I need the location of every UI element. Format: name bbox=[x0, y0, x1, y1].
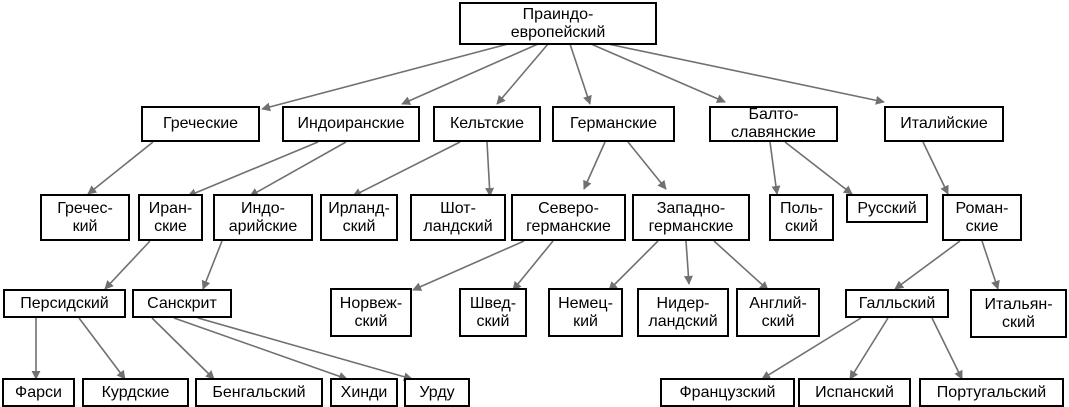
node-english: Англий- ский bbox=[736, 288, 820, 337]
edge-gallic-to-french bbox=[761, 317, 862, 380]
edge-italic-to-romance bbox=[922, 141, 949, 195]
edge-root-to-italic bbox=[607, 43, 885, 105]
edge-baltoslavic-to-polish bbox=[769, 141, 781, 195]
node-farsi: Фарси bbox=[2, 378, 75, 407]
node-greek-group: Греческие bbox=[141, 106, 260, 142]
edge-indoaryan-to-sanskrit bbox=[201, 240, 223, 290]
edge-persian-to-kurdish bbox=[78, 317, 126, 380]
node-kurdish: Курдские bbox=[82, 378, 189, 407]
node-indoiranian: Индоиранские bbox=[282, 106, 420, 142]
edge-celtic-to-irish bbox=[352, 141, 461, 197]
edge-gallic-to-spanish bbox=[849, 317, 889, 380]
node-italic: Италийские bbox=[884, 106, 1004, 142]
edge-northgermanic-to-norwegian bbox=[412, 240, 525, 291]
node-germanic: Германские bbox=[552, 106, 675, 142]
node-italian: Итальян- ский bbox=[970, 289, 1067, 338]
node-bengali: Бенгальский bbox=[195, 378, 323, 407]
node-root: Праиндо- европейский bbox=[459, 2, 657, 45]
edge-indoiranian-to-indoaryan bbox=[249, 141, 347, 197]
node-westgermanic: Западно- германские bbox=[632, 194, 750, 241]
node-dutch: Нидер- ландский bbox=[637, 288, 729, 337]
node-greek: Гречес- кий bbox=[40, 194, 130, 241]
node-celtic: Кельтские bbox=[433, 106, 541, 142]
edge-romance-to-italian bbox=[981, 240, 1000, 290]
edge-westgermanic-to-german bbox=[608, 240, 659, 291]
node-portuguese: Португальский bbox=[919, 378, 1064, 407]
edge-germanic-to-northgermanic bbox=[583, 141, 606, 190]
edge-root-to-greek_group bbox=[261, 43, 509, 112]
edge-sanskrit-to-hindi bbox=[173, 317, 348, 381]
edge-root-to-celtic bbox=[496, 43, 549, 105]
node-russian: Русский bbox=[846, 194, 928, 223]
node-irish: Ирланд- ский bbox=[320, 194, 398, 241]
node-norwegian: Норвеж- ский bbox=[330, 288, 412, 337]
edge-romance-to-gallic bbox=[894, 240, 961, 290]
edge-gallic-to-portuguese bbox=[931, 317, 963, 380]
node-spanish: Испанский bbox=[798, 378, 911, 407]
edge-indoiranian-to-iranian bbox=[187, 141, 319, 198]
node-scottish: Шот- ландский bbox=[410, 194, 506, 241]
edge-westgermanic-to-english bbox=[713, 240, 769, 291]
node-swedish: Швед- ский bbox=[459, 288, 527, 337]
node-french: Французский bbox=[660, 378, 795, 407]
node-polish: Поль- ский bbox=[769, 194, 834, 241]
node-sanskrit: Санскрит bbox=[132, 289, 232, 318]
edge-root-to-indoiranian bbox=[401, 43, 539, 105]
edge-iranian-to-persian bbox=[104, 240, 151, 290]
edge-westgermanic-to-dutch bbox=[683, 240, 693, 285]
edge-root-to-germanic bbox=[569, 43, 592, 105]
edge-sanskrit-to-bengali bbox=[151, 317, 215, 380]
edge-germanic-to-westgermanic bbox=[627, 141, 667, 190]
edge-sanskrit-to-urdu bbox=[197, 317, 413, 382]
node-german: Немец- кий bbox=[548, 288, 623, 337]
node-hindi: Хинди bbox=[330, 378, 398, 407]
node-romance: Роман- ские bbox=[942, 194, 1022, 241]
node-iranian: Иран- ские bbox=[138, 194, 203, 241]
edge-greek_group-to-greek bbox=[87, 141, 154, 195]
node-indoaryan: Индо- арийские bbox=[213, 194, 313, 241]
node-northgermanic: Северо- германские bbox=[511, 194, 626, 241]
node-persian: Персидский bbox=[3, 289, 126, 318]
node-gallic: Галльский bbox=[845, 289, 949, 318]
node-baltoslavic: Балто- славянские bbox=[709, 106, 838, 142]
edge-baltoslavic-to-russian bbox=[784, 141, 853, 195]
edge-root-to-baltoslavic bbox=[590, 43, 726, 103]
edge-celtic-to-scottish bbox=[485, 141, 495, 197]
edge-northgermanic-to-swedish bbox=[512, 240, 554, 291]
node-urdu: Урду bbox=[404, 378, 470, 407]
